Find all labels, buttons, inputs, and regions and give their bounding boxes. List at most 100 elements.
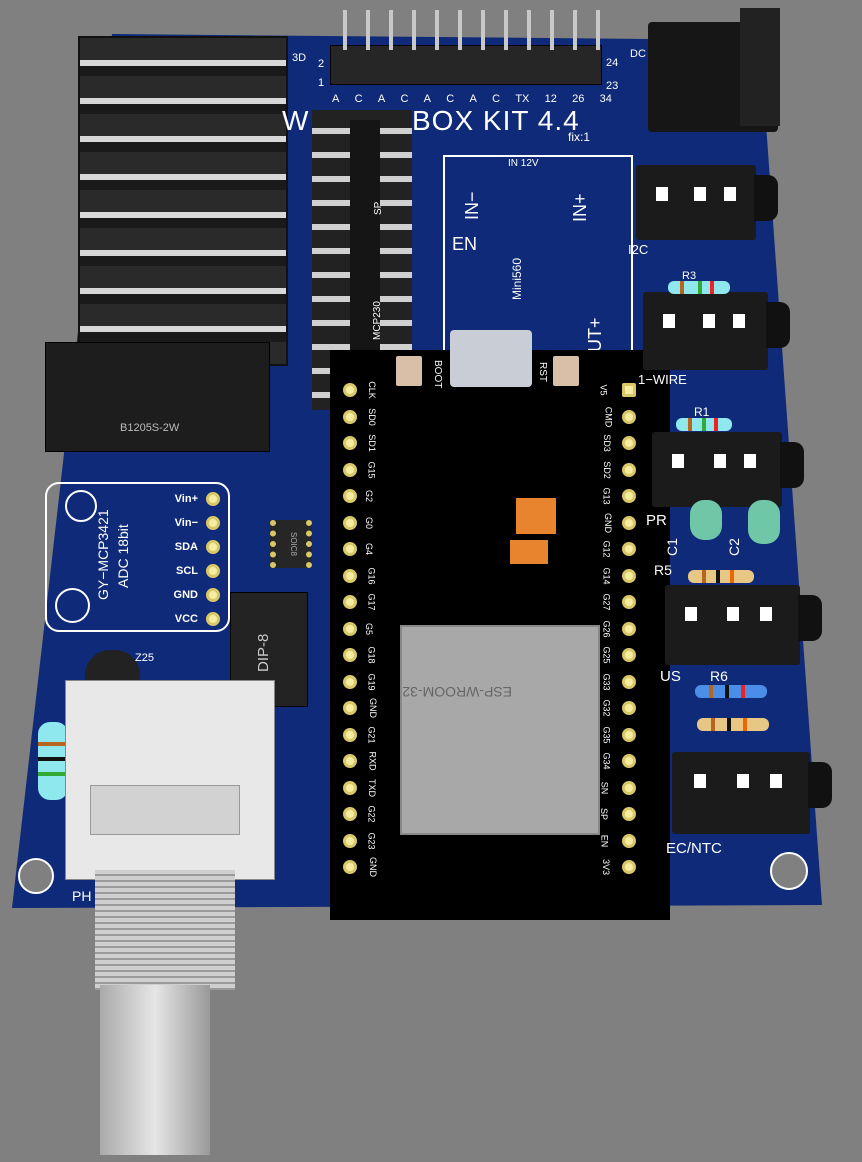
esp-pin-left: TXD (343, 779, 403, 799)
regulator-in-plus: IN+ (570, 193, 590, 222)
esp-pin-left: CLK (343, 381, 403, 401)
adc-pin-label: GND (173, 589, 198, 601)
esp-pin-label: G0 (364, 516, 375, 529)
esp-pin-label: G27 (601, 593, 612, 611)
esp-pin-pad (622, 409, 636, 424)
dcdc-module (45, 342, 270, 452)
pin-label: A (469, 93, 477, 105)
ic-socket-stack (78, 36, 288, 366)
esp-pin-left: SD0 (343, 408, 403, 428)
esp-pin-label: G18 (366, 646, 377, 664)
esp-pin-pad (622, 780, 636, 795)
esp-pin-left: G2 (343, 487, 403, 507)
mount-hole (18, 858, 54, 894)
esp-pin-right: G34 (598, 752, 658, 772)
esp-pin-right: SD2 (598, 461, 658, 481)
esp-pin-label: SD1 (366, 434, 377, 452)
esp-pin-label: SD0 (366, 407, 377, 426)
corner-label: 3D (292, 52, 307, 64)
esp-pin-pad (622, 621, 636, 636)
resistor-label-r3: R3 (682, 270, 697, 282)
capacitor-orange (516, 498, 556, 534)
board-title: BOX KIT 4.4 (412, 105, 580, 136)
esp-pin-left: G15 (343, 461, 403, 481)
esp-pin-right: EN (598, 832, 658, 852)
esp-pin-pad (622, 674, 636, 689)
esp-pin-pad (622, 754, 636, 768)
esp-pin-label: GND (368, 698, 378, 718)
resistor-r3 (668, 281, 730, 294)
adc-pin (206, 540, 220, 554)
resistor-label-r6: R6 (710, 668, 728, 684)
bnc-barrel (100, 985, 210, 1155)
rst-button[interactable] (553, 356, 579, 386)
dip-label: DIP-8 (255, 633, 272, 672)
esp-pin-pad (343, 833, 357, 848)
pin-label: 12 (544, 93, 557, 105)
esp-pin-right: G14 (598, 567, 658, 587)
esp-pin-pad (343, 568, 357, 583)
adc-pin-label: Vin+ (174, 493, 198, 505)
esp-pin-pad (622, 648, 636, 662)
esp-pin-label: V5 (598, 384, 609, 396)
pin-label: A (377, 93, 386, 105)
regulator-en: EN (452, 234, 478, 254)
regulator-in-label: IN 12V (508, 158, 539, 169)
esp-pin-pad (622, 807, 636, 821)
esp-pin-label: 3V3 (601, 858, 612, 876)
bottom-left-label: PH (72, 888, 92, 904)
header-pins (335, 10, 600, 50)
esp-pin-label: G2 (364, 489, 375, 503)
esp-pin-pad (343, 780, 357, 795)
adc-pin-label: SCL (176, 565, 198, 577)
esp-pin-label: G21 (366, 725, 377, 744)
pin-label: C (354, 93, 363, 105)
esp-pin-label: G34 (601, 752, 612, 770)
esp-pin-pad (343, 674, 357, 689)
esp-pin-label: G23 (366, 831, 377, 850)
adc-pin-label: Vin− (174, 517, 198, 529)
esp-pin-pad (343, 860, 357, 874)
esp-pin-label: CLK (366, 381, 377, 399)
jack-label-1wire: 1−WIRE (638, 372, 687, 387)
esp-pin-left: G19 (343, 673, 403, 693)
audio-jack-us (665, 585, 822, 665)
esp-pin-pad (343, 595, 357, 609)
esp-pin-right: G26 (598, 620, 658, 640)
regulator-in-minus: IN− (462, 191, 482, 220)
capacitor-orange (510, 540, 548, 564)
esp-module-label: ESP-WROOM-32 (402, 684, 512, 700)
audio-jack-1wire (643, 292, 790, 370)
jack-label-ec-ntc: EC/NTC (666, 840, 722, 857)
esp-pin-pad (343, 621, 357, 636)
esp-pin-label: G33 (601, 672, 612, 691)
esp-pin-right: G33 (598, 673, 658, 693)
esp-pin-right: CMD (598, 406, 658, 428)
esp-pin-pad (622, 833, 636, 848)
audio-jack-i2c (636, 165, 778, 240)
boot-button[interactable] (396, 356, 422, 386)
soic-chip (270, 520, 312, 568)
pin-label: TX (515, 93, 530, 105)
esp-pin-right: G12 (598, 540, 658, 560)
resistor-label-r5: R5 (654, 562, 672, 578)
esp-pin-label: G12 (601, 540, 612, 558)
transistor-label: Z25 (135, 652, 154, 664)
rst-label: RST (537, 362, 548, 382)
esp-wroom-module (400, 625, 600, 835)
mount-hole (65, 490, 97, 522)
jack-label-us: US (660, 668, 681, 685)
esp-pin-label: G16 (366, 566, 377, 585)
esp-pin-left: G23 (343, 832, 403, 852)
pin-label: 26 (572, 93, 585, 105)
esp-pin-pad (622, 860, 636, 874)
socket-label-sp: SP (373, 201, 384, 215)
esp-pin-label: G26 (601, 619, 612, 638)
resistor-r6 (695, 685, 767, 698)
pin-label: 34 (599, 93, 612, 105)
esp-pin-pad (622, 462, 636, 477)
resistor-r1 (676, 418, 732, 431)
esp-pin-pad (622, 568, 636, 583)
adc-subtitle: ADC 18bit (115, 524, 131, 588)
dc-label: DC (630, 48, 646, 60)
